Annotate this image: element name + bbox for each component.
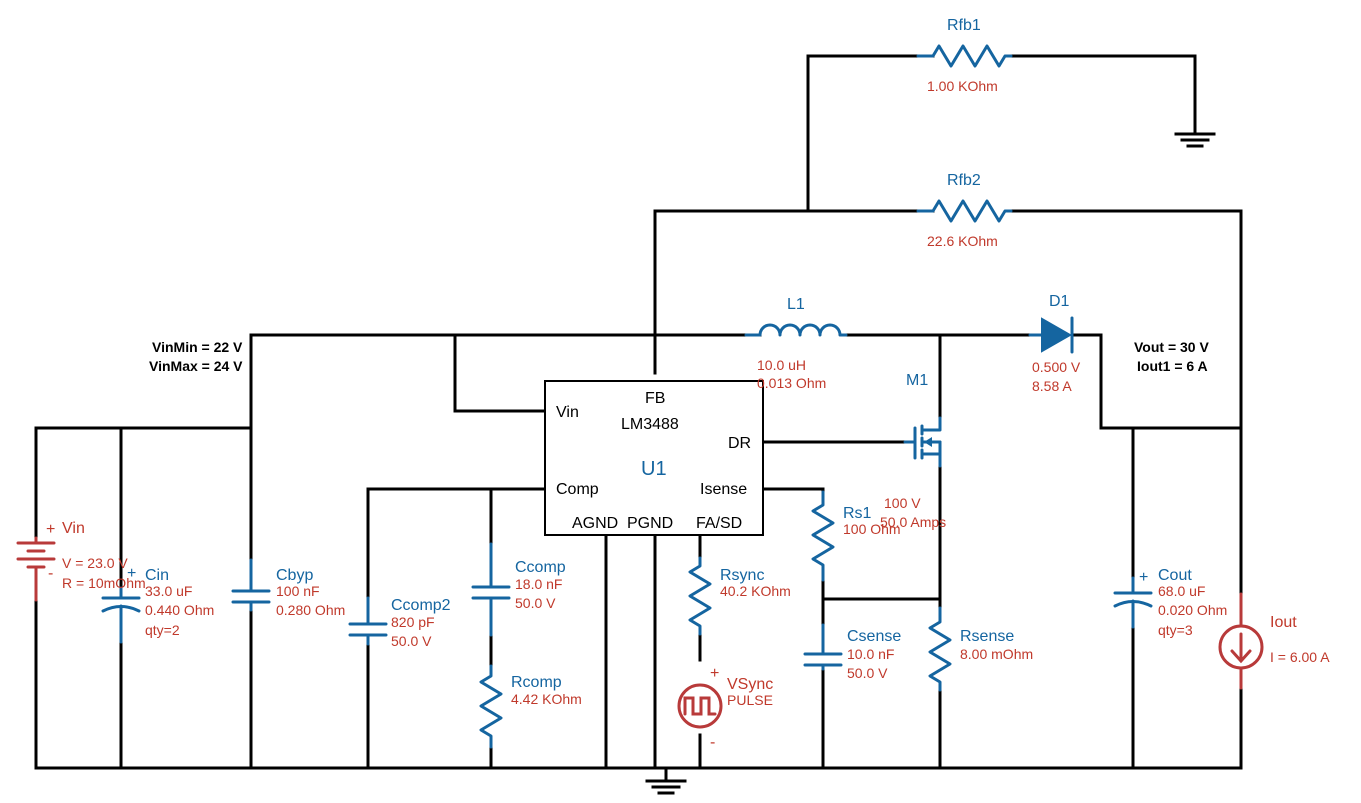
iout-name: Iout	[1270, 614, 1297, 631]
cout-value: 68.0 uF	[1158, 583, 1205, 599]
iout1-annotation: Iout1 = 6 A	[1137, 358, 1208, 374]
ic-ref-label: U1	[641, 458, 667, 480]
ccomp2-name: Ccomp2	[391, 597, 451, 614]
pin-isense-label: Isense	[700, 481, 747, 498]
vin-minus: -	[48, 565, 53, 582]
rcomp-name: Rcomp	[511, 674, 562, 691]
cbyp-esr: 0.280 Ohm	[276, 602, 345, 618]
cout-qty: qty=3	[1158, 622, 1193, 638]
csense-name: Csense	[847, 628, 901, 645]
ic-u1[interactable]: Vin FB LM3488 DR U1 Comp Isense AGND PGN…	[544, 380, 764, 536]
vin-max-annotation: VinMax = 24 V	[149, 358, 243, 374]
rfb1-value: 1.00 KOhm	[927, 78, 998, 94]
pin-agnd-label: AGND	[572, 515, 618, 532]
ccomp-name: Ccomp	[515, 559, 566, 576]
ccomp-value: 18.0 nF	[515, 576, 562, 592]
cin-plus: +	[127, 565, 136, 582]
capacitor-cin[interactable]: + Cin 33.0 uF 0.440 Ohm qty=2	[101, 565, 214, 644]
d1-current: 8.58 A	[1032, 378, 1072, 394]
rfb2-value: 22.6 KOhm	[927, 233, 998, 249]
ccomp2-voltage: 50.0 V	[391, 633, 432, 649]
rcomp-value: 4.42 KOhm	[511, 691, 582, 707]
current-source-iout[interactable]: Iout I = 6.00 A	[1218, 592, 1330, 690]
m1-voltage: 100 V	[884, 495, 921, 511]
vin-name: Vin	[62, 520, 85, 537]
cbyp-name: Cbyp	[276, 567, 313, 584]
capacitor-ccomp2[interactable]: Ccomp2 820 pF 50.0 V	[348, 596, 451, 649]
m1-name: M1	[906, 372, 928, 389]
cout-name: Cout	[1158, 567, 1192, 584]
resistor-rfb2[interactable]: Rfb2 22.6 KOhm	[916, 172, 1013, 249]
pin-fasd-label: FA/SD	[696, 515, 742, 532]
rsense-name: Rsense	[960, 628, 1014, 645]
vin-plus: +	[46, 521, 55, 538]
l1-value: 10.0 uH	[757, 357, 806, 373]
csense-voltage: 50.0 V	[847, 665, 888, 681]
iout-value: I = 6.00 A	[1270, 649, 1330, 665]
vsync-minus: -	[710, 734, 715, 751]
rsync-value: 40.2 KOhm	[720, 583, 791, 599]
d1-vf: 0.500 V	[1032, 359, 1081, 375]
cbyp-value: 100 nF	[276, 583, 320, 599]
rfb2-name: Rfb2	[947, 172, 981, 189]
l1-esr: 0.013 Ohm	[757, 375, 826, 391]
ccomp-voltage: 50.0 V	[515, 595, 556, 611]
rs1-name: Rs1	[843, 505, 872, 522]
mosfet-m1[interactable]: M1 100 V 50.0 Amps	[880, 372, 946, 530]
annotations: VinMin = 22 V VinMax = 24 V Vout = 30 V …	[149, 339, 1209, 374]
ground-symbol-bottom	[645, 779, 687, 795]
resistor-rfb1[interactable]: Rfb1 1.00 KOhm	[916, 17, 1013, 94]
vin-resistance: R = 10mOhm	[62, 575, 146, 591]
ccomp2-value: 820 pF	[391, 614, 435, 630]
diode-d1[interactable]: D1 0.500 V 8.58 A	[1028, 293, 1081, 394]
pin-dr-label: DR	[728, 435, 751, 452]
cout-plus: +	[1139, 569, 1148, 586]
cin-value: 33.0 uF	[145, 583, 192, 599]
cout-esr: 0.020 Ohm	[1158, 602, 1227, 618]
rs1-value: 100 Ohm	[843, 521, 901, 537]
vsync-plus: +	[710, 665, 719, 682]
vsync-name: VSync	[727, 676, 773, 693]
ic-part-label: LM3488	[621, 416, 679, 433]
pin-pgnd-label: PGND	[627, 515, 673, 532]
vin-voltage: V = 23.0 V	[62, 555, 128, 571]
resistor-rs1[interactable]: Rs1 100 Ohm	[811, 490, 901, 582]
pin-comp-label: Comp	[556, 481, 599, 498]
cin-qty: qty=2	[145, 622, 180, 638]
pin-vin-label: Vin	[556, 404, 579, 421]
d1-name: D1	[1049, 293, 1070, 310]
capacitor-ccomp[interactable]: Ccomp 18.0 nF 50.0 V	[471, 542, 566, 637]
pin-fb-label: FB	[645, 390, 665, 407]
ground-symbol-top	[1174, 132, 1216, 148]
resistor-rsense[interactable]: Rsense 8.00 mOhm	[928, 606, 1033, 692]
csense-value: 10.0 nF	[847, 646, 894, 662]
resistor-rcomp[interactable]: Rcomp 4.42 KOhm	[479, 664, 582, 749]
vin-min-annotation: VinMin = 22 V	[152, 339, 243, 355]
m1-current: 50.0 Amps	[880, 514, 946, 530]
vsync-type: PULSE	[727, 692, 773, 708]
battery-vin[interactable]: + - Vin V = 23.0 V R = 10mOhm	[16, 520, 146, 602]
resistor-rsync[interactable]: Rsync 40.2 KOhm	[688, 556, 791, 636]
rsense-value: 8.00 mOhm	[960, 646, 1033, 662]
vout-annotation: Vout = 30 V	[1134, 339, 1209, 355]
capacitor-cbyp[interactable]: Cbyp 100 nF 0.280 Ohm	[231, 558, 345, 618]
capacitor-cout[interactable]: + Cout 68.0 uF 0.020 Ohm qty=3	[1113, 567, 1227, 638]
rfb1-name: Rfb1	[947, 17, 981, 34]
capacitor-csense[interactable]: Csense 10.0 nF 50.0 V	[803, 623, 901, 681]
pulse-source-vsync[interactable]: + - VSync PULSE	[677, 665, 773, 751]
rsync-name: Rsync	[720, 567, 764, 584]
inductor-l1[interactable]: L1 10.0 uH 0.013 Ohm	[744, 296, 848, 391]
wires	[34, 54, 1243, 782]
cin-name: Cin	[145, 567, 169, 584]
l1-name: L1	[787, 296, 805, 313]
cin-esr: 0.440 Ohm	[145, 602, 214, 618]
